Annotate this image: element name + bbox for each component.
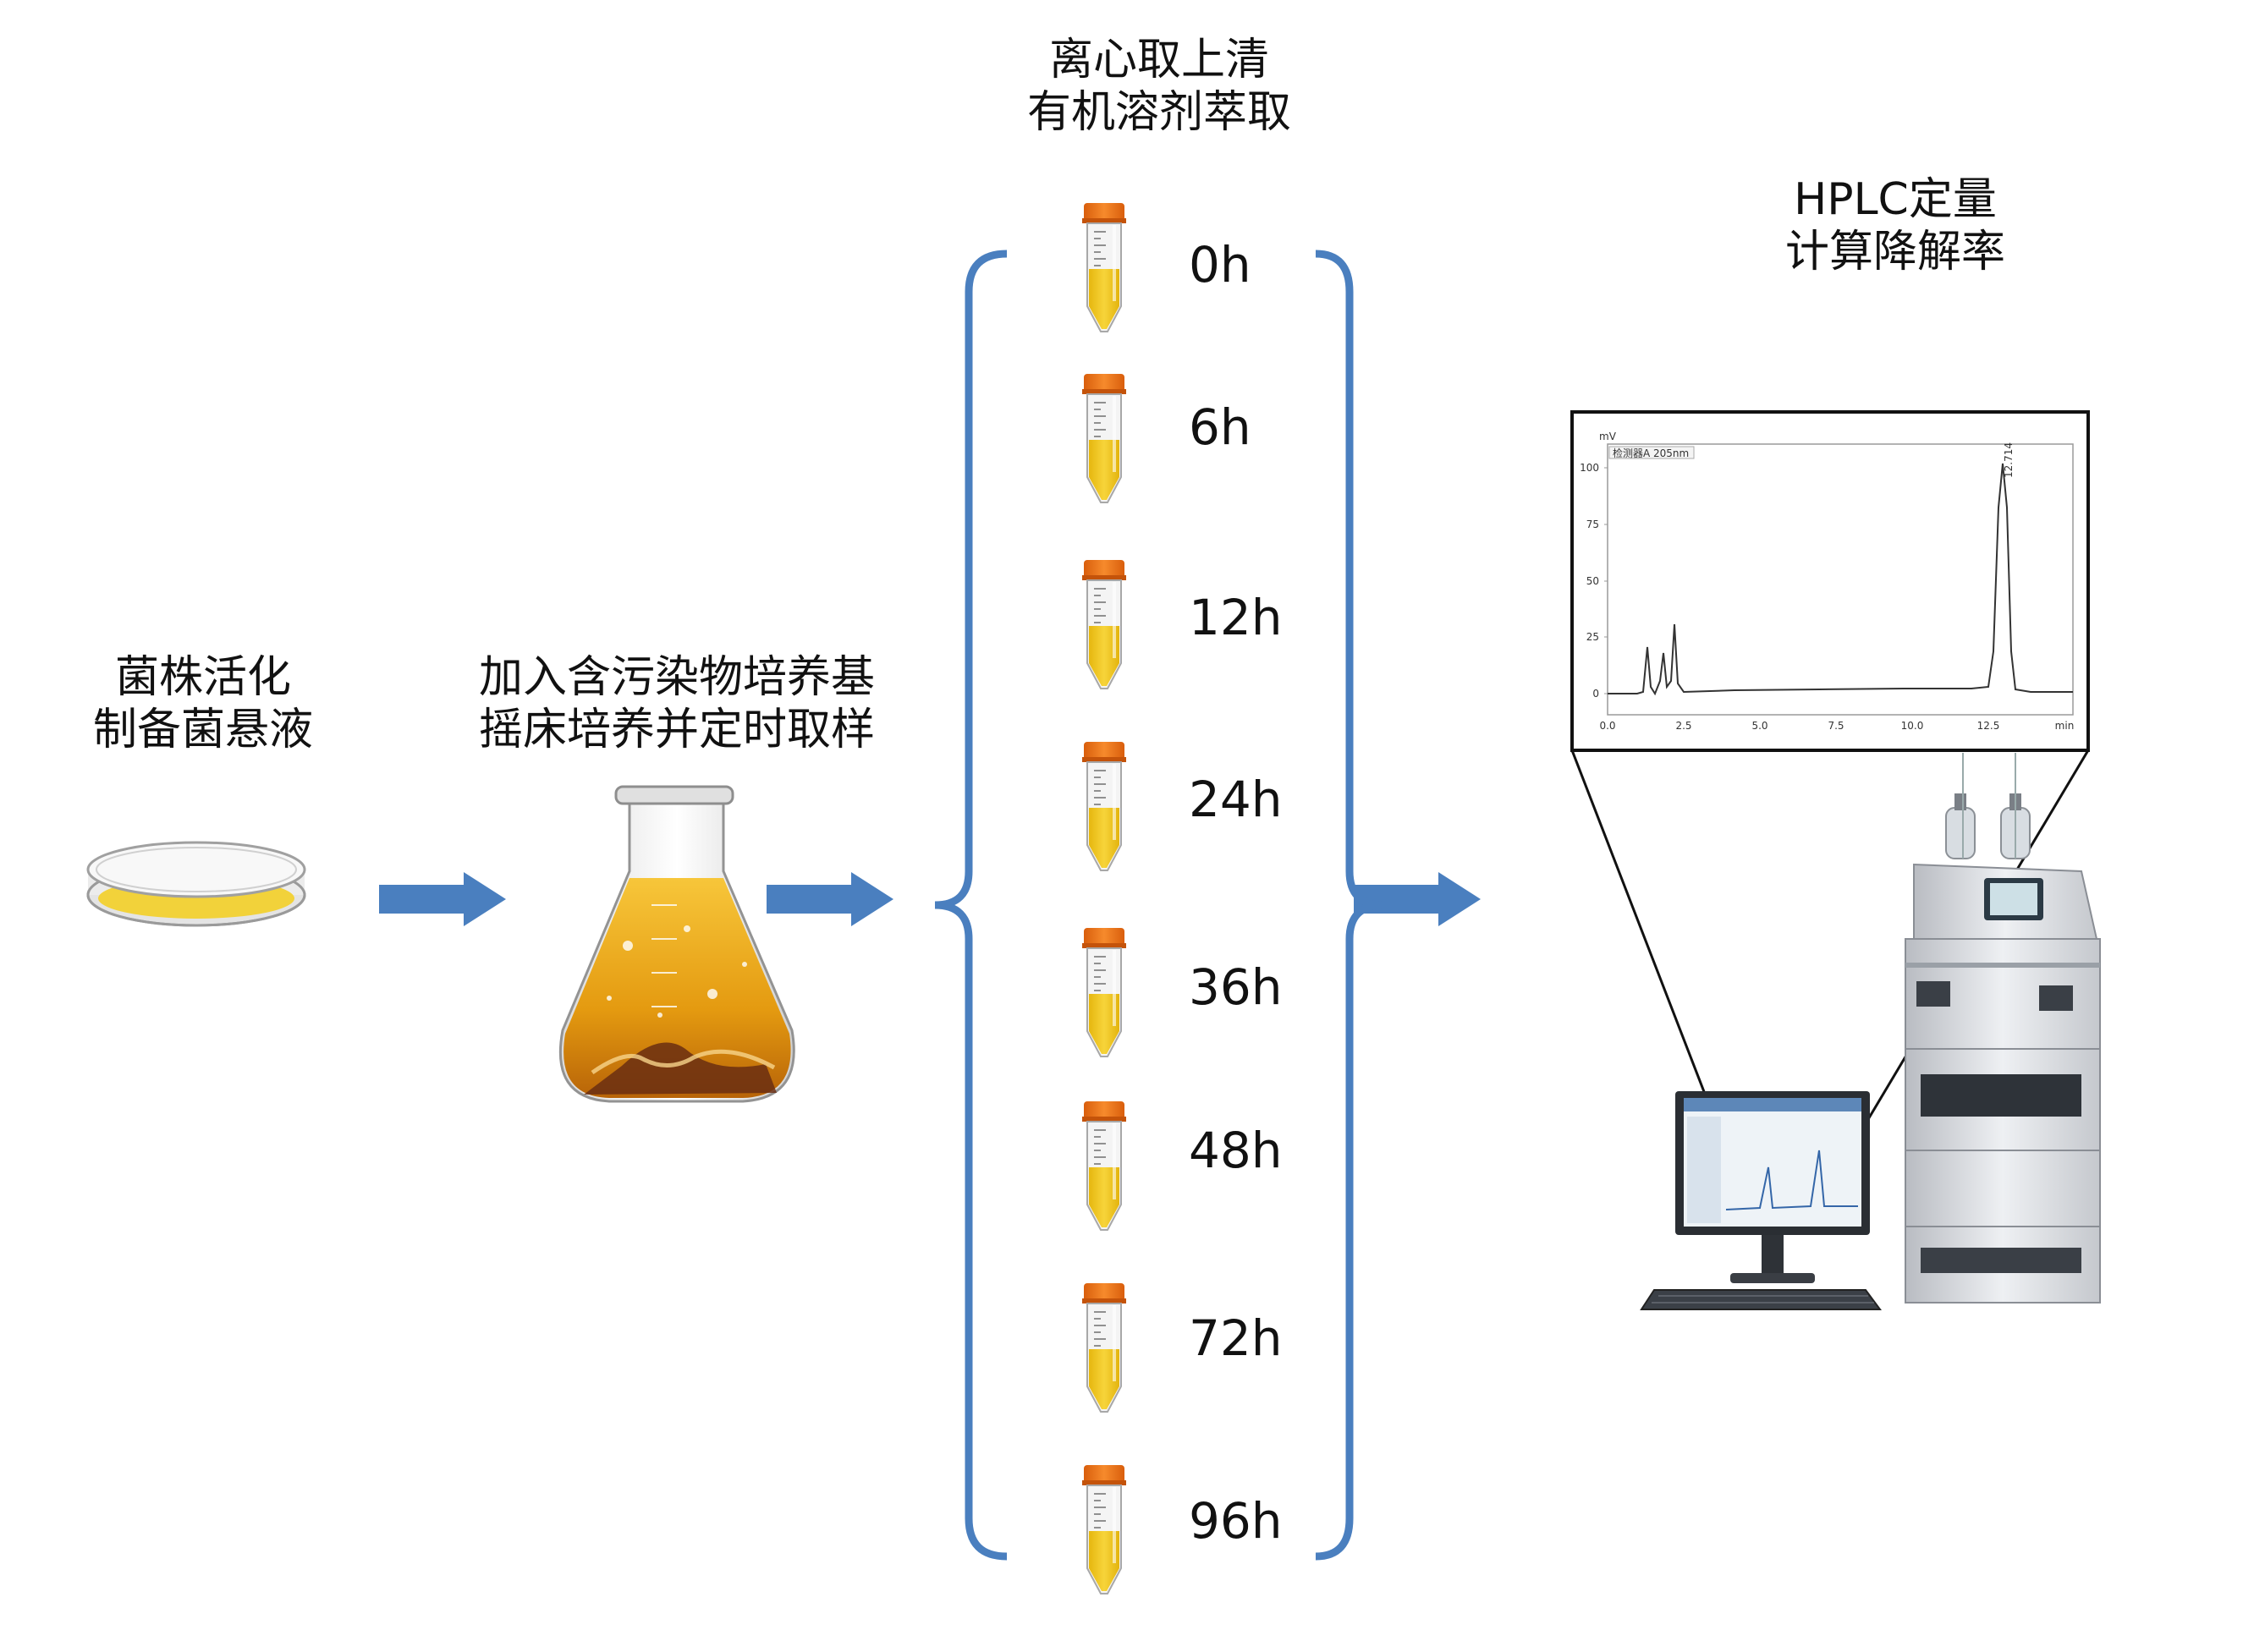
chromatogram-x-tick-0: 0.0 xyxy=(1599,720,1615,732)
petri-dish-icon xyxy=(86,841,306,927)
computer-workstation-icon xyxy=(1640,1091,1882,1310)
timepoint-label-7: 96h xyxy=(1189,1492,1283,1550)
chromatogram-detector-label: 检测器A 205nm xyxy=(1613,447,1689,459)
chromatogram-x-unit: min xyxy=(2055,720,2075,732)
timepoint-label-1: 6h xyxy=(1189,398,1251,456)
chromatogram-x-tick-12.5: 12.5 xyxy=(1977,720,2000,732)
timepoint-label-2: 12h xyxy=(1189,589,1283,646)
left-brace xyxy=(934,250,1008,1561)
chromatogram-peak-label: 12.714 xyxy=(2003,442,2015,478)
chromatogram-x-tick-2.5: 2.5 xyxy=(1675,720,1691,732)
step-activation-line1: 菌株活化 xyxy=(114,652,291,703)
flow-arrow-3 xyxy=(1354,872,1481,926)
flow-arrow-1 xyxy=(379,872,506,926)
right-brace xyxy=(1315,250,1384,1561)
timepoint-label-5: 48h xyxy=(1189,1122,1283,1179)
flask-icon xyxy=(558,785,795,1103)
sample-tube-72h xyxy=(1081,1282,1127,1413)
sample-tube-36h xyxy=(1081,927,1127,1057)
step-culture-line2: 摇床培养并定时取样 xyxy=(478,705,875,755)
chromatogram-y-tick-50: 50 xyxy=(1586,575,1599,587)
sample-tube-48h xyxy=(1081,1100,1127,1231)
sample-tube-0h xyxy=(1081,202,1127,332)
chromatogram-y-unit: mV xyxy=(1599,431,1617,442)
chromatogram-y-tick-75: 75 xyxy=(1586,519,1599,530)
sample-tube-24h xyxy=(1081,741,1127,871)
flow-arrow-2 xyxy=(767,872,893,926)
step-hplc-line1: HPLC定量 xyxy=(1794,174,1997,225)
chromatogram-x-tick-5: 5.0 xyxy=(1751,720,1767,732)
step-activation-line2: 制备菌悬液 xyxy=(92,705,313,755)
step-hplc-line2: 计算降解率 xyxy=(1784,227,2005,277)
sample-tube-6h xyxy=(1081,373,1127,503)
step-activation-label: 菌株活化 制备菌悬液 xyxy=(51,651,355,756)
chromatogram-trace xyxy=(1608,463,2073,696)
chromatogram-y-tick-100: 100 xyxy=(1580,462,1599,474)
step-extraction-label: 离心取上清 有机溶剂萃取 xyxy=(973,34,1345,139)
step-hplc-label: HPLC定量 计算降解率 xyxy=(1726,173,2064,278)
chromatogram-y-tick-25: 25 xyxy=(1586,631,1599,643)
chromatogram-x-tick-7.5: 7.5 xyxy=(1828,720,1844,732)
step-extraction-line2: 有机溶剂萃取 xyxy=(1026,87,1291,138)
chromatogram-x-tick-10: 10.0 xyxy=(1901,720,1924,732)
timepoint-label-0: 0h xyxy=(1189,236,1251,294)
chromatogram-y-tick-0: 0 xyxy=(1592,688,1599,700)
hplc-instrument-icon xyxy=(1905,753,2101,1303)
sample-tube-96h xyxy=(1081,1464,1127,1594)
timepoint-label-4: 36h xyxy=(1189,958,1283,1016)
step-extraction-line1: 离心取上清 xyxy=(1048,35,1269,85)
sample-tube-12h xyxy=(1081,559,1127,689)
zoom-line-left xyxy=(1570,749,1723,1139)
step-culture-line1: 加入含污染物培养基 xyxy=(478,652,875,703)
timepoint-label-3: 24h xyxy=(1189,771,1283,828)
step-culture-label: 加入含污染物培养基 摇床培养并定时取样 xyxy=(440,651,914,756)
timepoint-label-6: 72h xyxy=(1189,1309,1283,1367)
chromatogram-panel: mV 检测器A 205nm 100 75 50 25 0 0.0 2.5 5.0… xyxy=(1570,410,2090,752)
